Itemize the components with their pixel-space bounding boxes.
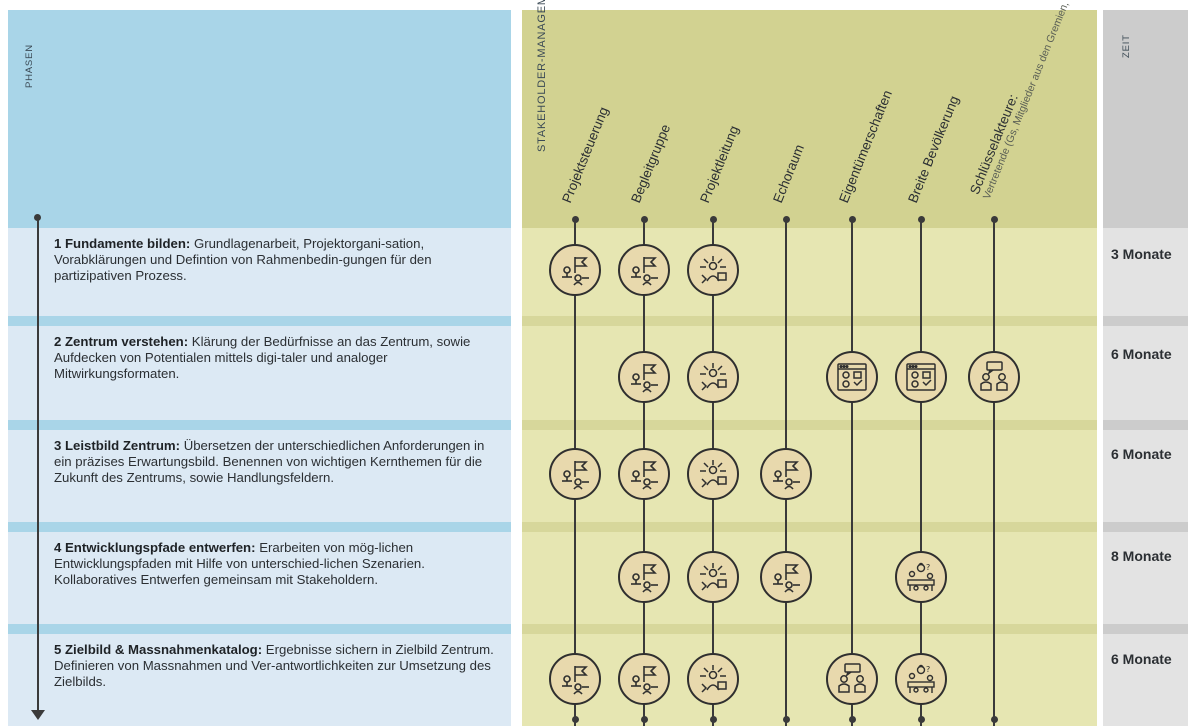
svg-text:?: ? — [926, 563, 930, 572]
online-survey-icon — [826, 351, 878, 403]
phase-3-title: 3 Leistbild Zentrum: — [54, 438, 181, 453]
zeit-separator — [1103, 420, 1188, 430]
phase-5-title: 5 Zielbild & Massnahmenkatalog: — [54, 642, 263, 657]
flag-person-icon — [549, 653, 601, 705]
stakeholder-end-dot — [571, 716, 579, 723]
phase-2-description: 2 Zentrum verstehen: Klärung der Bedürfn… — [54, 334, 502, 383]
timeline-arrow-icon — [31, 710, 45, 720]
stakeholder-start-dot — [917, 216, 925, 223]
stakeholder-separator — [522, 420, 1097, 430]
phase-3-description: 3 Leistbild Zentrum: Übersetzen der unte… — [54, 438, 502, 487]
phase-separator — [8, 316, 511, 326]
timeline-line — [37, 218, 39, 713]
phase-band-2 — [8, 326, 511, 420]
network-person-icon — [687, 244, 739, 296]
duration-phase-5: 6 Monate — [1111, 651, 1172, 667]
zeit-header: ZEIT — [1103, 10, 1188, 228]
stakeholder-start-dot — [640, 216, 648, 223]
phase-band-5 — [8, 634, 511, 726]
stakeholder-end-dot — [782, 716, 790, 723]
phase-separator — [8, 624, 511, 634]
phase-1-title: 1 Fundamente bilden: — [54, 236, 191, 251]
flag-person-icon — [549, 244, 601, 296]
phase-3-text: Übersetzen der unterschiedlichen Anforde… — [54, 438, 485, 486]
flag-person-icon — [760, 448, 812, 500]
flag-person-icon — [618, 244, 670, 296]
zeit-label: ZEIT — [1121, 34, 1132, 58]
phase-4-title: 4 Entwicklungspfade entwerfen: — [54, 540, 256, 555]
stakeholder-line-7 — [993, 220, 995, 726]
phase-band-1 — [8, 228, 511, 316]
phase-band-4 — [8, 532, 511, 624]
phases-header: PHASEN — [8, 10, 511, 228]
phase-2-title: 2 Zentrum verstehen: — [54, 334, 189, 349]
zeit-separator — [1103, 624, 1188, 634]
network-person-icon — [687, 653, 739, 705]
duration-phase-2: 6 Monate — [1111, 346, 1172, 362]
phase-4-description: 4 Entwicklungspfade entwerfen: Erarbeite… — [54, 540, 502, 589]
zeit-separator — [1103, 316, 1188, 326]
online-survey-icon — [895, 351, 947, 403]
duration-phase-3: 6 Monate — [1111, 446, 1172, 462]
stakeholder-start-dot — [990, 216, 998, 223]
svg-text:?: ? — [926, 665, 930, 674]
timeline-start-dot — [34, 214, 41, 221]
phase-1-text: Grundlagenarbeit, Projektorgani-sation, … — [54, 236, 432, 284]
stakeholder-separator — [522, 522, 1097, 532]
stakeholder-end-dot — [917, 716, 925, 723]
stakeholder-end-dot — [848, 716, 856, 723]
stakeholder-line-5 — [851, 220, 853, 726]
network-person-icon — [687, 551, 739, 603]
stakeholder-end-dot — [640, 716, 648, 723]
phase-separator — [8, 420, 511, 430]
workshop-icon: ? — [895, 653, 947, 705]
phase-band-3 — [8, 430, 511, 522]
phase-5-description: 5 Zielbild & Massnahmenkatalog: Ergebnis… — [54, 642, 502, 691]
flag-person-icon — [618, 448, 670, 500]
flag-person-icon — [618, 551, 670, 603]
duration-phase-1: 3 Monate — [1111, 246, 1172, 262]
dialogue-icon — [968, 351, 1020, 403]
stakeholder-start-dot — [848, 216, 856, 223]
phase-4-text: Erarbeiten von mög-lichen Entwicklungspf… — [54, 540, 425, 588]
network-person-icon — [687, 351, 739, 403]
flag-person-icon — [760, 551, 812, 603]
stakeholder-start-dot — [709, 216, 717, 223]
stakeholder-end-dot — [709, 716, 717, 723]
zeit-column — [1103, 228, 1188, 726]
stakeholder-start-dot — [782, 216, 790, 223]
stakeholder-header — [522, 10, 1097, 228]
stakeholder-separator — [522, 624, 1097, 634]
stakeholder-start-dot — [571, 216, 579, 223]
stakeholder-separator — [522, 316, 1097, 326]
phase-separator — [8, 522, 511, 532]
network-person-icon — [687, 448, 739, 500]
phasen-label: PHASEN — [24, 44, 35, 88]
flag-person-icon — [618, 653, 670, 705]
stakeholder-management-label: STAKEHOLDER-MANAGEMENT — [536, 0, 548, 152]
stakeholder-end-dot — [990, 716, 998, 723]
phase-2-text: Klärung der Bedürfnisse an das Zentrum, … — [54, 334, 471, 382]
phase-5-text: Ergebnisse sichern in Zielbild Zentrum. … — [54, 642, 494, 690]
stakeholder-line-6 — [920, 220, 922, 726]
phase-1-description: 1 Fundamente bilden: Grundlagenarbeit, P… — [54, 236, 502, 285]
zeit-separator — [1103, 522, 1188, 532]
dialogue-icon — [826, 653, 878, 705]
flag-person-icon — [549, 448, 601, 500]
workshop-icon: ? — [895, 551, 947, 603]
duration-phase-4: 8 Monate — [1111, 548, 1172, 564]
flag-person-icon — [618, 351, 670, 403]
